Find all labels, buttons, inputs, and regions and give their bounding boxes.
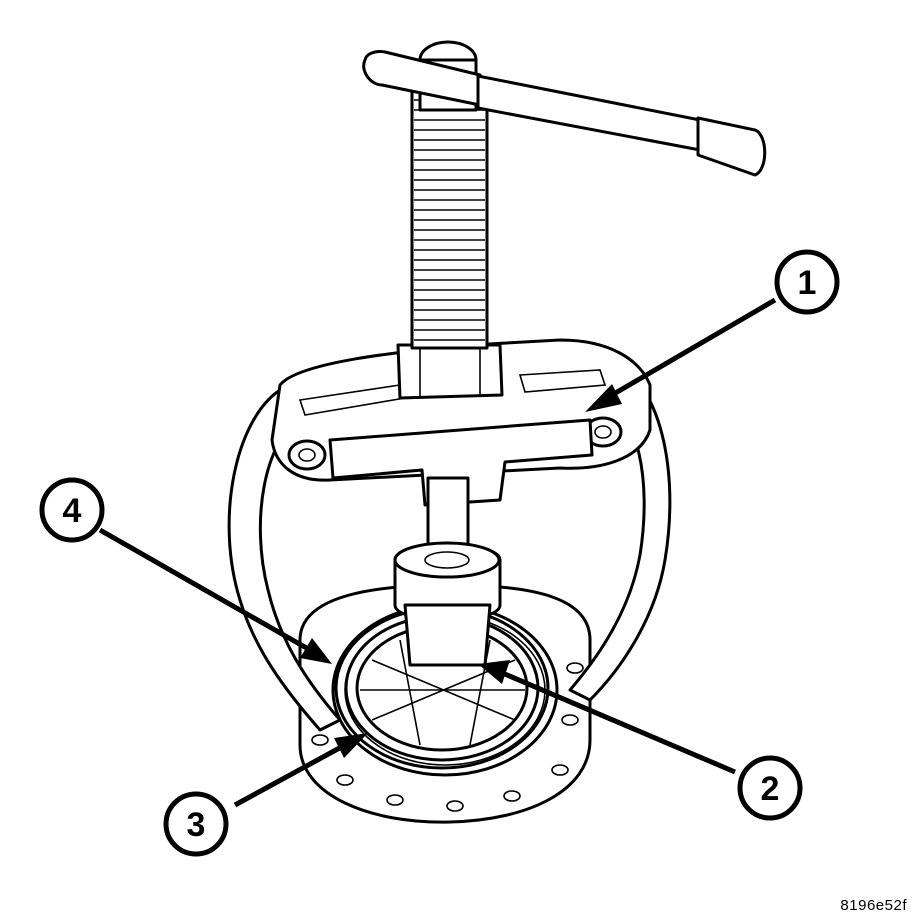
arrow-head-1 bbox=[585, 384, 622, 412]
callout-1: 1 bbox=[774, 249, 840, 315]
forcing-screw bbox=[362, 40, 767, 550]
puller-frame bbox=[227, 338, 672, 732]
figure-code: 8196e52f bbox=[840, 897, 907, 914]
callout-4: 4 bbox=[39, 477, 105, 543]
installer-plug bbox=[393, 541, 502, 667]
callout-label-4: 4 bbox=[63, 492, 82, 530]
arrow-head-4 bbox=[300, 638, 332, 664]
callout-arrows bbox=[98, 297, 777, 808]
callout-label-3: 3 bbox=[187, 806, 206, 844]
callout-3: 3 bbox=[163, 791, 229, 857]
callout-2: 2 bbox=[737, 755, 803, 821]
arrow-head-2 bbox=[478, 660, 510, 684]
callout-label-1: 1 bbox=[798, 264, 817, 302]
arrow-head-3 bbox=[334, 733, 368, 758]
callout-label-2: 2 bbox=[761, 770, 780, 808]
